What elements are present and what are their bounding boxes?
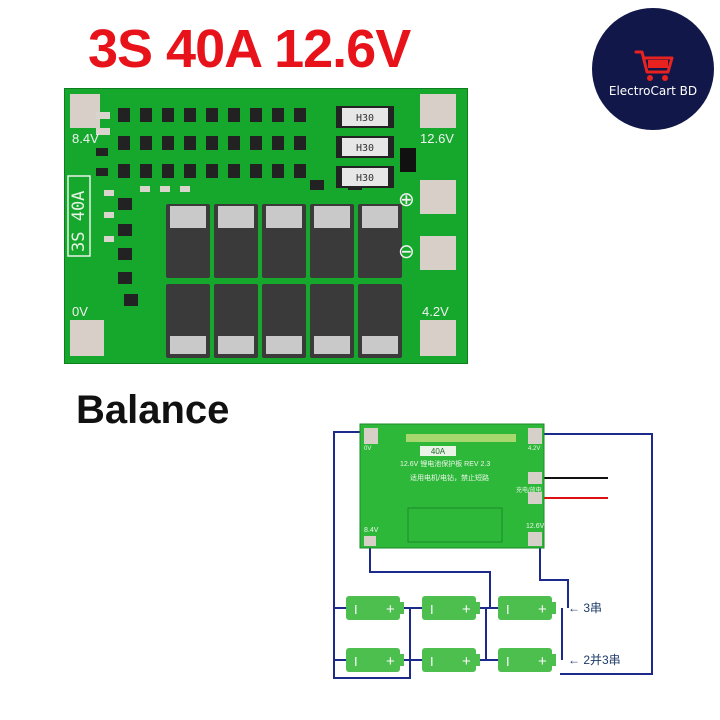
pad-4v2 (420, 320, 456, 356)
svg-text:+: + (538, 653, 547, 670)
svg-text:I: I (430, 602, 434, 617)
minus-symbol: ⊖ (398, 241, 415, 263)
pad-12v6 (420, 94, 456, 128)
svg-text:I: I (354, 654, 358, 669)
parallel-label: ← 2并3串 (568, 653, 621, 667)
shunt-label-1: H30 (356, 113, 374, 124)
battery-cell: I + (498, 596, 556, 620)
bottom-pad-8v4: 8.4V (364, 527, 379, 534)
brand-name: ElectroCart BD (608, 84, 698, 98)
svg-text:+: + (538, 601, 547, 618)
series-label: ← 3串 (568, 601, 602, 615)
svg-text:I: I (506, 654, 510, 669)
bottom-board-warning: 适用电机/电钻，禁止短路 (410, 473, 489, 482)
battery-cell: I + (498, 648, 556, 672)
bottom-board-model: 40A (431, 447, 446, 456)
svg-text:+: + (386, 601, 395, 618)
balance-wiring-diagram: 40A 12.6V 锂电池保护板 REV 2.3 适用电机/电钻，禁止短路 充电… (333, 423, 653, 679)
pad-label-12v6: 12.6V (420, 131, 454, 146)
battery-cell: I + (422, 596, 480, 620)
svg-text:+: + (462, 601, 471, 618)
bottom-pad-12v6: 12.6V (526, 523, 545, 530)
product-title: 3S 40A 12.6V (88, 19, 411, 79)
pad-0v (70, 320, 104, 356)
svg-text:I: I (354, 602, 358, 617)
svg-text:I: I (430, 654, 434, 669)
bottom-pad-4v2: 4.2V (528, 446, 540, 452)
plus-symbol: ⊕ (398, 189, 415, 211)
bottom-pad-0v: 0V (364, 446, 371, 452)
pad-plus (420, 180, 456, 214)
bottom-board-rev: 12.6V 锂电池保护板 REV 2.3 (400, 459, 490, 468)
battery-cell: I + (346, 596, 404, 620)
pad-8v4 (70, 94, 100, 128)
bms-board-photo: H30 H30 H30 3S 40A 8.4V 12.6V 0V 4.2V ⊕ … (64, 88, 468, 364)
pad-label-4v2: 4.2V (422, 304, 449, 319)
pad-label-0v: 0V (72, 304, 88, 319)
pad-minus (420, 236, 456, 270)
shunt-label-2: H30 (356, 143, 374, 154)
balance-heading: Balance (76, 388, 230, 432)
svg-text:I: I (506, 602, 510, 617)
board-model-vertical: 3S 40A (69, 191, 89, 252)
svg-text:+: + (386, 653, 395, 670)
battery-cell: I + (422, 648, 480, 672)
brand-logo[interactable]: ElectroCart BD (592, 8, 714, 130)
pad-label-8v4: 8.4V (72, 131, 99, 146)
svg-text:+: + (462, 653, 471, 670)
shunt-label-3: H30 (356, 173, 374, 184)
bottom-board-side-label: 充电/放电 (516, 486, 542, 494)
battery-cell: I + (346, 648, 404, 672)
shopping-cart-icon (634, 50, 674, 81)
